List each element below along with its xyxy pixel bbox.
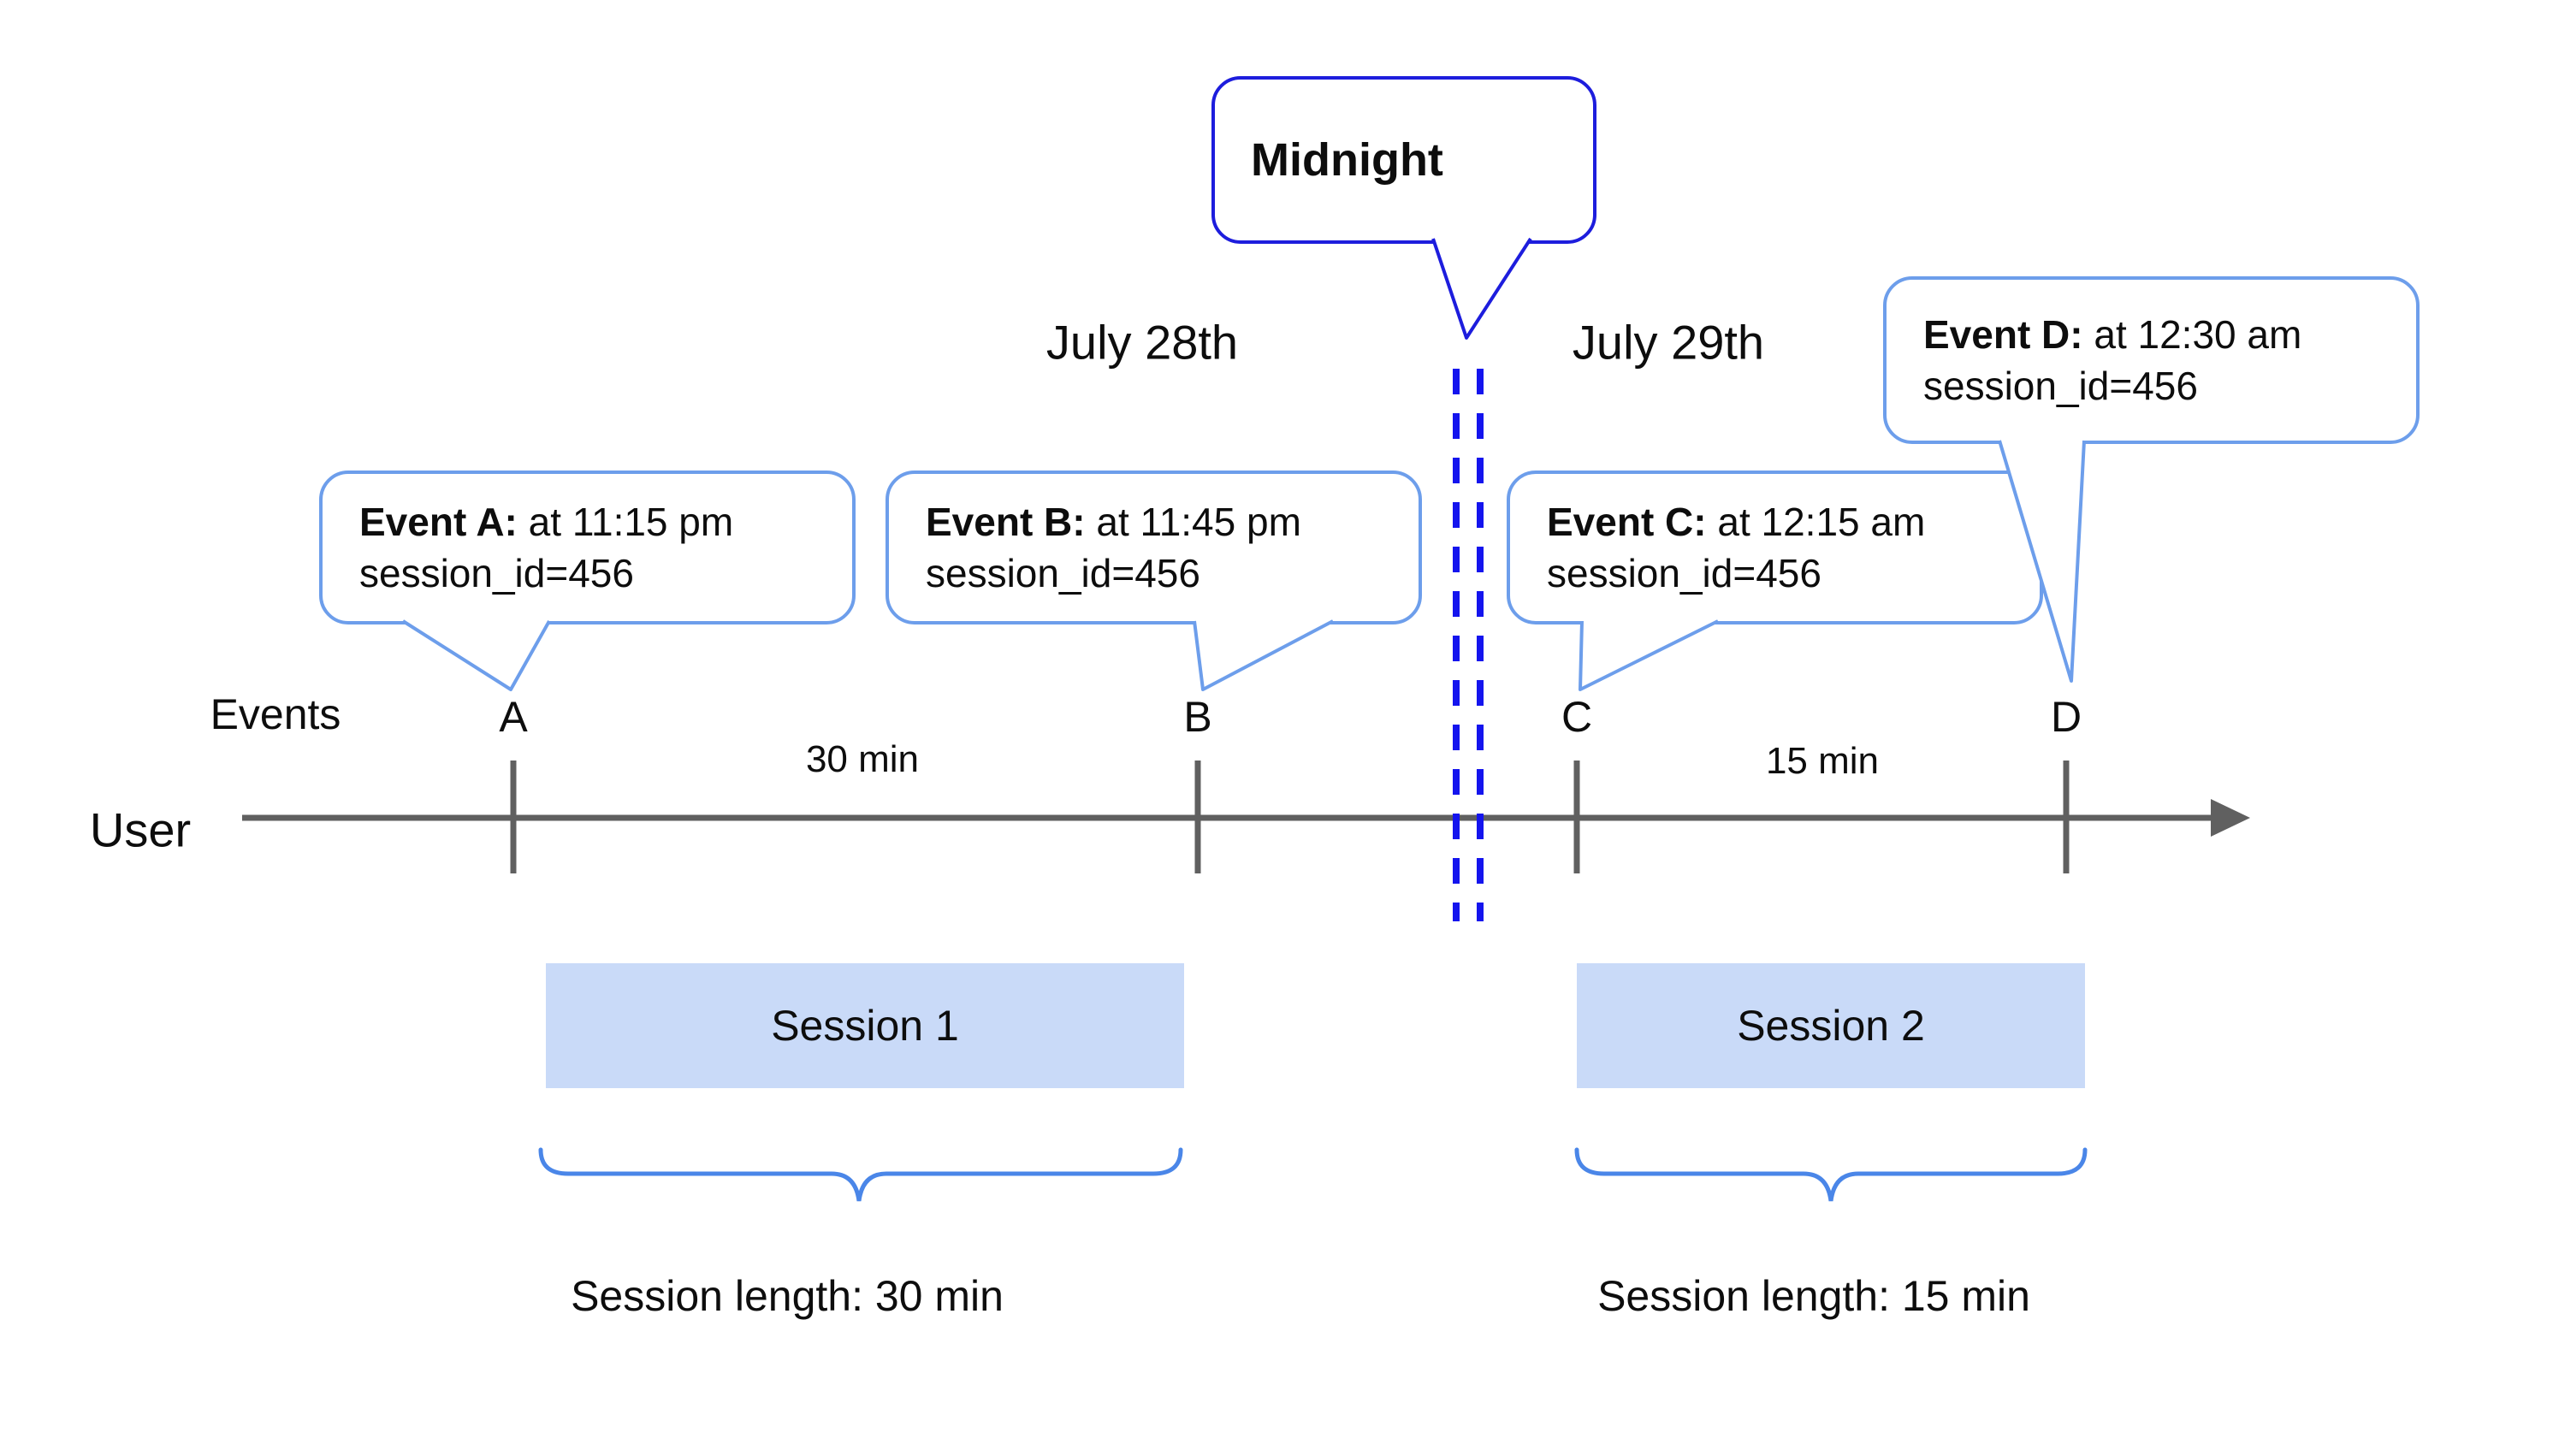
user-row-label: User [89,802,192,857]
session-2-brace [1574,1147,2088,1202]
event-b-callout-tail [1193,619,1334,691]
session-2-length-label: Session length: 15 min [1597,1272,2030,1320]
session-2-box: Session 2 [1577,963,2085,1088]
session-1-brace [538,1147,1183,1202]
session-1-length-label: Session length: 30 min [571,1272,1004,1320]
session-1-box-label: Session 1 [771,1002,959,1050]
event-d-callout-time: at 12:30 am [2094,312,2302,357]
event-a-callout-line1: Event A: at 11:15 pm [359,496,838,547]
event-c-callout-session: session_id=456 [1547,551,1821,595]
event-c-callout-tail [1579,619,1719,691]
event-b-callout-title: Event B: [926,500,1086,544]
event-letter-b: B [1183,693,1212,741]
date-label-july-28th: July 28th [1045,315,1239,370]
event-b-callout-session: session_id=456 [926,551,1200,595]
event-letter-c: C [1561,693,1593,741]
midnight-callout-tail [1431,237,1532,340]
interval-label-15min: 15 min [1765,740,1880,782]
event-a-callout-text: Event A: at 11:15 pm session_id=456 [359,472,838,623]
event-c-callout-title: Event C: [1547,500,1707,544]
event-c-callout-line1: Event C: at 12:15 am [1547,496,2026,547]
date-label-july-29th: July 29th [1572,315,1765,370]
event-d-callout-bubble [1883,276,2420,444]
event-b-callout-bubble [886,471,1422,624]
event-d-callout-line1: Event D: at 12:30 am [1923,309,2402,360]
session-2-box-label: Session 2 [1737,1002,1925,1050]
event-letter-d: D [2050,693,2082,741]
session-1-box: Session 1 [546,963,1184,1088]
event-a-callout-title: Event A: [359,500,518,544]
event-a-callout-tail [401,619,551,691]
event-b-callout-line1: Event B: at 11:45 pm [926,496,1405,547]
event-c-callout-time: at 12:15 am [1717,500,1926,544]
events-row-label: Events [210,690,341,738]
event-d-callout-tail [1998,440,2086,683]
event-d-callout-session: session_id=456 [1923,364,2198,408]
event-a-callout-time: at 11:15 pm [528,500,734,544]
event-b-callout-text: Event B: at 11:45 pm session_id=456 [926,472,1405,623]
event-d-callout-title: Event D: [1923,312,2083,357]
event-d-callout-text: Event D: at 12:30 am session_id=456 [1923,278,2402,442]
interval-label-30min: 30 min [805,738,920,780]
event-c-callout-text: Event C: at 12:15 am session_id=456 [1547,472,2026,623]
event-a-callout-session: session_id=456 [359,551,634,595]
midnight-callout-label: Midnight [1251,134,1443,186]
midnight-callout-bubble [1211,76,1596,244]
event-a-callout-bubble [319,471,856,624]
event-b-callout-time: at 11:45 pm [1096,500,1301,544]
timeline-arrowhead-icon [2211,799,2250,837]
event-letter-a: A [499,693,528,741]
